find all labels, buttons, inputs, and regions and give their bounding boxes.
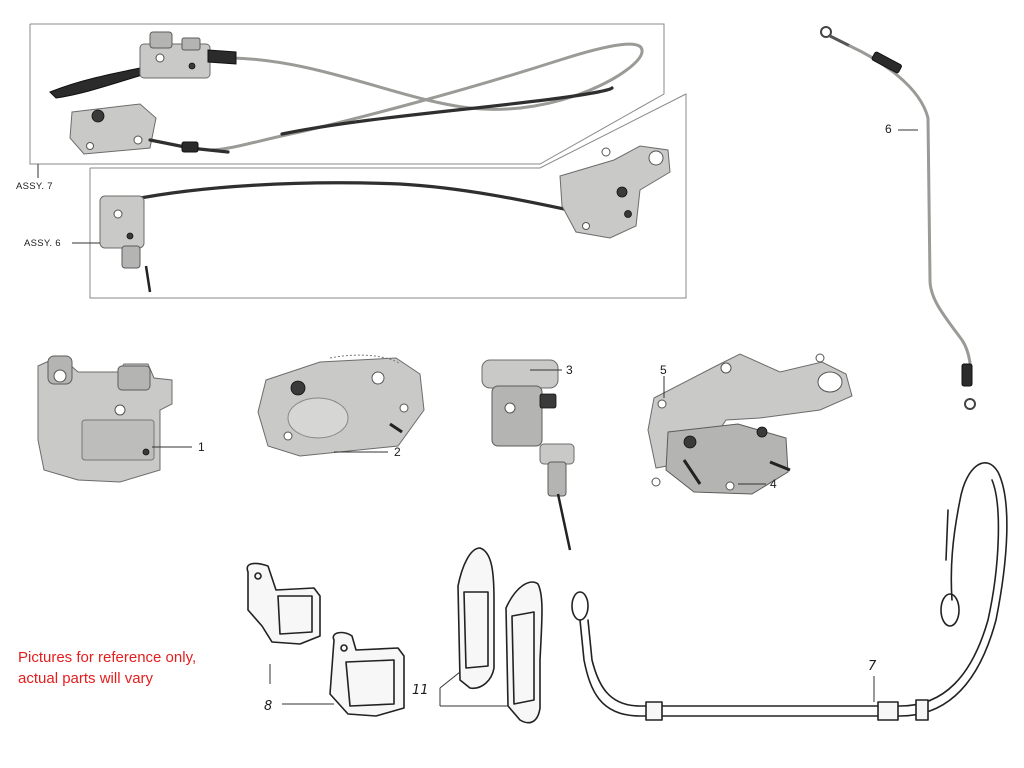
part-2-caliper: 2: [257, 354, 425, 459]
part-8-rear-brake-pads: 8: [246, 562, 405, 717]
part-6-label: 6: [885, 122, 892, 136]
part-11-front-brake-pads: 11: [412, 547, 543, 724]
assy-6-group: ASSY. 6: [24, 93, 687, 299]
assy-6-label: ASSY. 6: [24, 238, 61, 249]
part-3-label: 3: [566, 363, 573, 377]
part-5-label: 5: [660, 363, 667, 377]
assy-7-group: ASSY. 7: [16, 23, 665, 192]
part-8-label: 8: [264, 699, 272, 714]
assy-7-master-cylinder: [49, 31, 237, 99]
part-3-rear-master-cylinder: 3: [481, 359, 575, 551]
assy-7-frame: [29, 23, 665, 165]
assy-6-master-cylinder: [99, 195, 152, 293]
reference-note-line-1: Pictures for reference only,: [18, 649, 197, 666]
assy-7-label: ASSY. 7: [16, 181, 53, 192]
part-1-master-cylinder-body: 1: [37, 355, 205, 483]
part-11-label: 11: [412, 683, 429, 698]
part-6-rear-brake-hose: 6: [820, 26, 976, 410]
reference-note-line-2: actual parts will vary: [18, 670, 154, 687]
reference-note: Pictures for reference only, actual part…: [18, 647, 248, 689]
part-4-label: 4: [770, 477, 777, 491]
assy-7-hose-sleeve: [280, 86, 614, 136]
assy-7-caliper: [69, 103, 230, 155]
assy-6-caliper-bracket: [559, 145, 671, 239]
part-2-label: 2: [394, 445, 401, 459]
part-4-caliper: 4: [665, 423, 791, 495]
part-7-label: 7: [868, 659, 877, 674]
assy-6-frame: [89, 93, 687, 299]
part-1-label: 1: [198, 440, 205, 454]
assy-6-hose: [128, 181, 580, 214]
part-7-front-brake-hose: 7: [571, 462, 1008, 721]
